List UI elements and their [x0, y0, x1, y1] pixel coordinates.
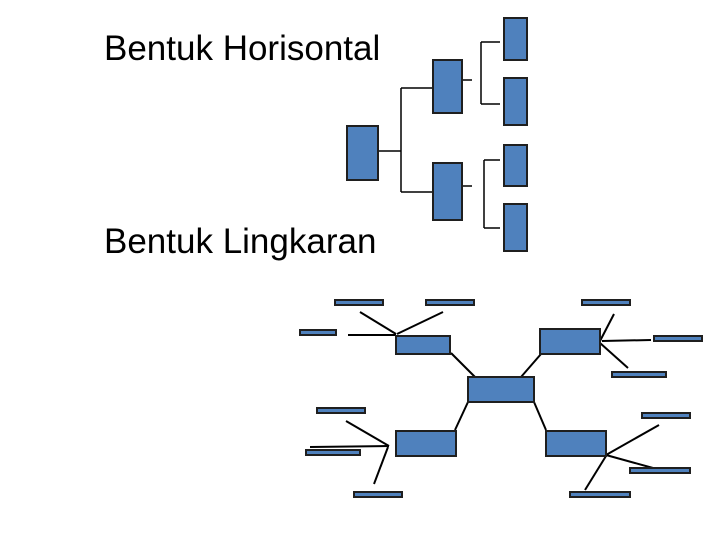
h-leaf-box: [503, 203, 528, 252]
h-level1-box: [432, 162, 463, 221]
radial-map-boxes: [299, 299, 703, 498]
heading-horizontal: Bentuk Horisontal: [104, 29, 381, 68]
r-leaf-bar: [353, 491, 403, 498]
r-connector: [533, 401, 547, 431]
r-leaf-bar: [316, 407, 366, 414]
r-connector: [601, 339, 652, 342]
r-leaf-bar: [425, 299, 475, 306]
r-connector: [454, 401, 469, 431]
heading-circle: Bentuk Lingkaran: [104, 222, 377, 261]
r-connector: [520, 353, 542, 378]
r-connector: [450, 352, 477, 379]
r-leaf-bar: [629, 467, 691, 474]
r-leaf-bar: [653, 335, 703, 342]
r-leaf-bar: [581, 299, 631, 306]
r-leaf-bar: [641, 412, 691, 419]
h-leaf-box: [503, 17, 528, 61]
r-connector: [373, 446, 389, 485]
h-level1-box: [432, 59, 463, 114]
r-branch-box: [539, 328, 601, 355]
h-leaf-box: [503, 77, 528, 126]
h-root-box: [346, 125, 379, 181]
h-leaf-box: [503, 144, 528, 187]
r-center-box: [467, 376, 535, 403]
r-leaf-bar: [611, 371, 667, 378]
r-connector: [309, 445, 390, 448]
r-connector: [396, 311, 444, 335]
r-leaf-bar: [305, 449, 361, 456]
r-connector: [599, 313, 615, 342]
radial-map: [309, 311, 660, 491]
r-branch-box: [395, 335, 451, 355]
r-connector: [599, 342, 629, 369]
r-connector: [605, 454, 654, 469]
r-connector: [345, 420, 390, 447]
r-leaf-bar: [569, 491, 631, 498]
horizontal-tree-boxes: [346, 17, 528, 252]
r-connector: [359, 311, 397, 335]
r-connector: [605, 424, 660, 456]
r-connector: [584, 455, 607, 491]
horizontal-tree: [378, 41, 500, 229]
r-branch-box: [545, 430, 607, 457]
r-leaf-bar: [299, 329, 337, 336]
r-branch-box: [395, 430, 457, 457]
r-leaf-bar: [334, 299, 384, 306]
